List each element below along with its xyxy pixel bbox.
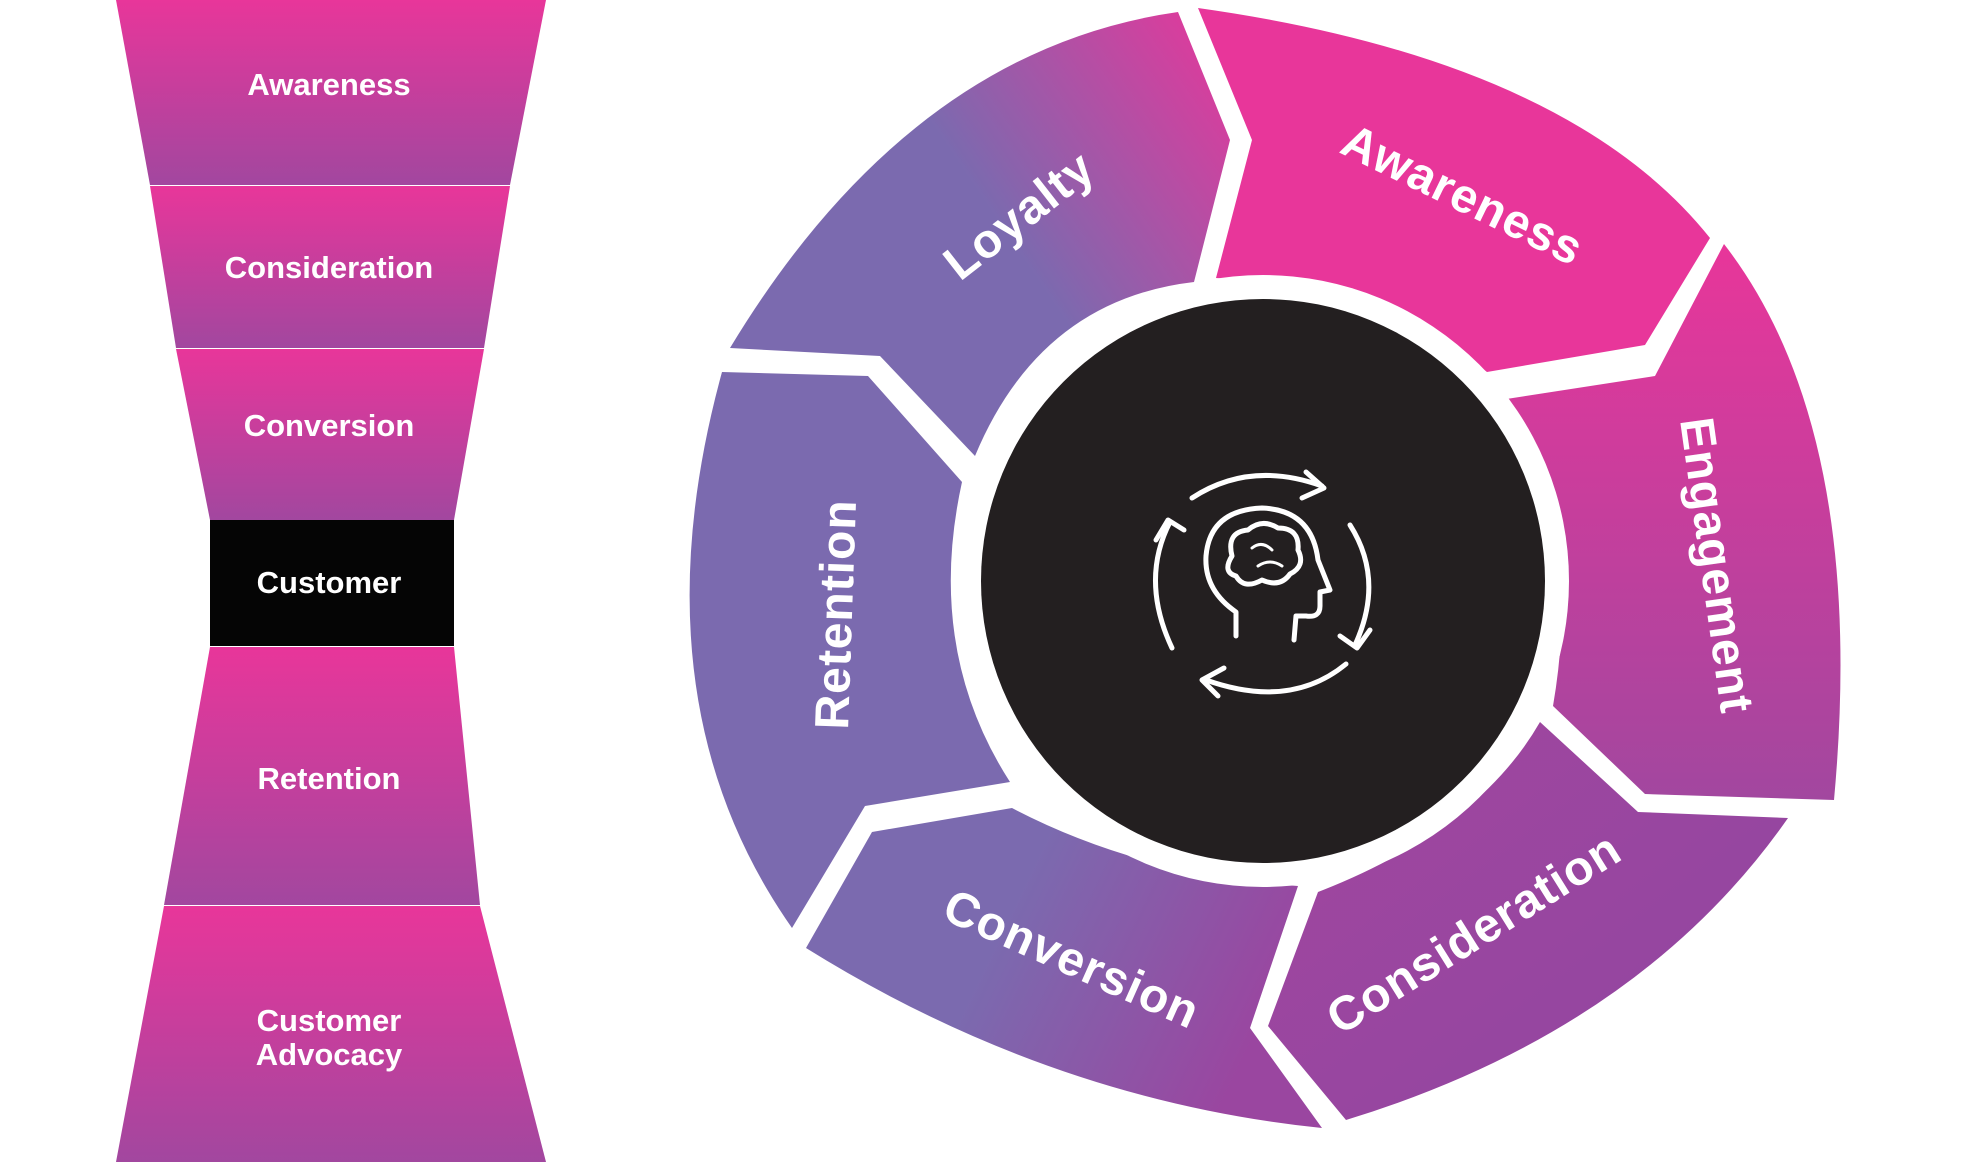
funnel-label-retention: Retention [258, 761, 401, 796]
funnel-label-awareness: Awareness [247, 67, 410, 102]
funnel-stage-retention [164, 647, 480, 905]
funnel-label-consideration: Consideration [225, 250, 433, 285]
funnel: Awareness Consideration Conversion Custo… [116, 0, 546, 1162]
wheel-segment-engagement [1500, 244, 1841, 800]
wheel-segment-retention [689, 372, 1010, 928]
wheel-segment-conversion [806, 808, 1322, 1128]
wheel-label-retention: Retention [806, 498, 867, 730]
funnel-stage-customer-advocacy [116, 906, 546, 1162]
funnel-label-customer-advocacy-line2: Advocacy [256, 1037, 403, 1072]
funnel-stage-conversion [176, 349, 484, 520]
wheel-segment-loyalty [730, 12, 1230, 456]
wheel-segment-consideration [1268, 722, 1788, 1120]
journey-wheel: Awareness Engagement Consideration Conve… [689, 8, 1841, 1128]
wheel-segment-awareness [1198, 8, 1710, 372]
funnel-label-customer-advocacy-line1: Customer [257, 1003, 402, 1038]
funnel-stage-awareness [116, 0, 546, 185]
head-brain-cycle-icon [1153, 469, 1373, 699]
funnel-stage-consideration [150, 186, 510, 348]
funnel-label-conversion: Conversion [244, 408, 415, 443]
funnel-stage-customer [210, 520, 454, 646]
funnel-label-customer: Customer [257, 565, 402, 600]
